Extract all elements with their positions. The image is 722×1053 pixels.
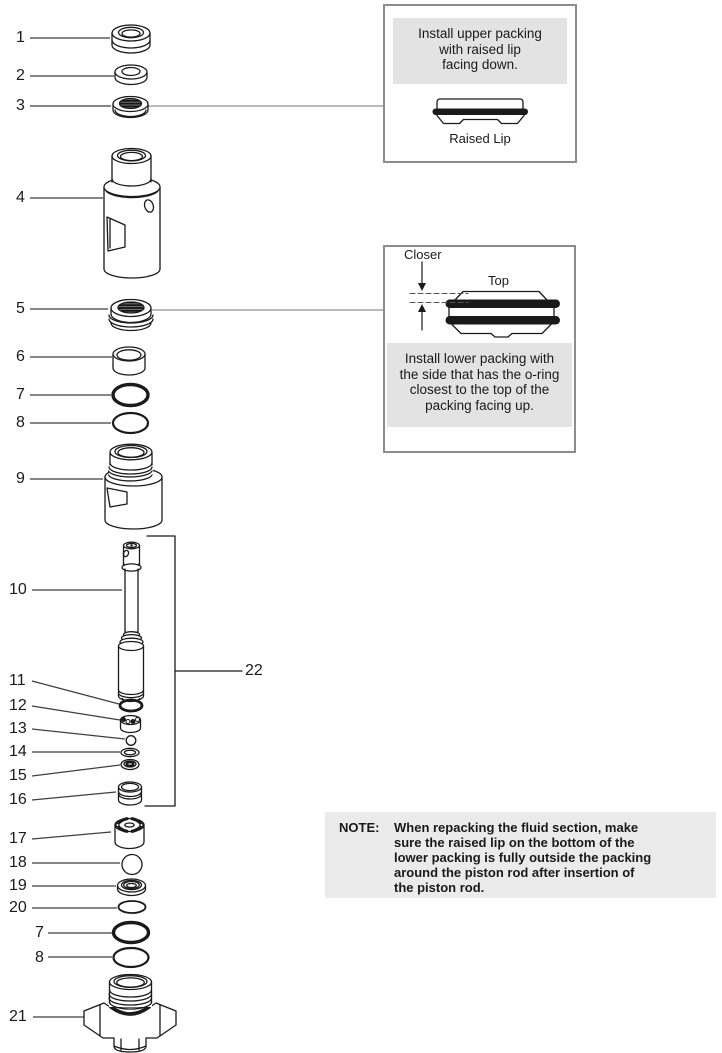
part-label-6: 6: [16, 348, 25, 365]
callout-upper-line3: facing down.: [442, 57, 518, 72]
callout-upper-line2: with raised lip: [439, 41, 521, 57]
bracket-22: [144, 535, 243, 807]
callout-leader-lines: [148, 105, 383, 311]
callout-upper-text-panel: Install upper packing with raised lip fa…: [393, 18, 567, 84]
part-label-9: 9: [16, 470, 25, 487]
part-19-drawing: [116, 878, 147, 897]
note-text: When repacking the fluid section, make s…: [394, 820, 651, 895]
part-10-drawing: [117, 541, 145, 703]
part-label-22: 22: [245, 662, 263, 679]
part-leader-lines: [30, 37, 126, 1018]
part-label-17: 17: [9, 830, 27, 847]
part-label-1: 1: [16, 29, 25, 46]
part-17-drawing: [114, 817, 145, 850]
part-label-11: 11: [9, 672, 26, 689]
callout-lower-packing: Install lower packing with the side that…: [383, 245, 576, 453]
part-label-21: 21: [9, 1008, 27, 1025]
top-label: Top: [488, 273, 509, 288]
part-18-drawing: [121, 853, 143, 876]
part-label-10: 10: [9, 581, 27, 598]
part-6-drawing: [112, 346, 146, 376]
callout-upper-line1: Install upper packing: [418, 26, 542, 41]
part-label-3: 3: [16, 97, 25, 114]
part-16-drawing: [117, 781, 143, 806]
part-8b-drawing: [112, 946, 150, 969]
part-4-drawing: [103, 147, 161, 279]
callout-lower-line2: the side that has the o-ring: [399, 366, 560, 382]
part-5-drawing: [108, 298, 154, 332]
note-line1: When repacking the fluid section, make: [394, 820, 639, 835]
note-label: NOTE:: [339, 820, 380, 835]
note-line2: sure the raised lip on the bottom of the: [394, 835, 635, 850]
part-2-drawing: [114, 64, 148, 86]
raised-lip-caption: Raised Lip: [449, 131, 511, 146]
note-line4: around the piston rod after insertion of: [394, 865, 635, 880]
part-label-7: 7: [16, 386, 25, 403]
part-label-12: 12: [9, 697, 27, 714]
part-label-5: 5: [16, 300, 25, 317]
part-1-drawing: [111, 24, 151, 54]
part-12-drawing: [119, 714, 142, 734]
closer-label: Closer: [404, 247, 442, 262]
part-label-8: 8: [16, 414, 25, 431]
part-15-drawing: [120, 758, 140, 771]
part-label-18: 18: [9, 854, 27, 871]
callout-lower-text-panel: Install lower packing with the side that…: [387, 343, 572, 427]
part-3-drawing: [112, 95, 149, 119]
part-8-drawing: [111, 411, 150, 435]
note-box: NOTE: When repacking the fluid section, …: [325, 812, 716, 898]
part-14-drawing: [120, 747, 140, 758]
part-11-drawing: [118, 698, 144, 713]
part-21-drawing: [83, 973, 177, 1053]
part-label-14: 14: [9, 743, 27, 760]
part-label-13: 13: [9, 720, 27, 737]
part-label-2: 2: [16, 67, 25, 84]
part-13-drawing: [125, 735, 137, 746]
part-7-drawing: [111, 382, 150, 408]
part-label-16: 16: [9, 791, 27, 808]
callout-upper-packing: Install upper packing with raised lip fa…: [383, 4, 577, 163]
note-line3: lower packing is fully outside the packi…: [394, 850, 652, 865]
part-label-20: 20: [9, 899, 27, 916]
part-label-7b: 7: [35, 924, 44, 941]
part-20-drawing: [117, 900, 147, 914]
part-label-19: 19: [9, 877, 27, 894]
callout-lower-line1: Install lower packing with: [404, 351, 555, 366]
callout-lower-line3: closest to the top of the: [409, 382, 550, 397]
part-label-4: 4: [16, 189, 25, 206]
part-label-8b: 8: [35, 949, 44, 966]
part-7b-drawing: [111, 920, 151, 945]
callout-lower-line4: packing facing up.: [425, 397, 534, 413]
note-line5: the piston rod.: [394, 880, 485, 895]
part-label-15: 15: [9, 767, 27, 784]
part-9-drawing: [104, 443, 163, 530]
